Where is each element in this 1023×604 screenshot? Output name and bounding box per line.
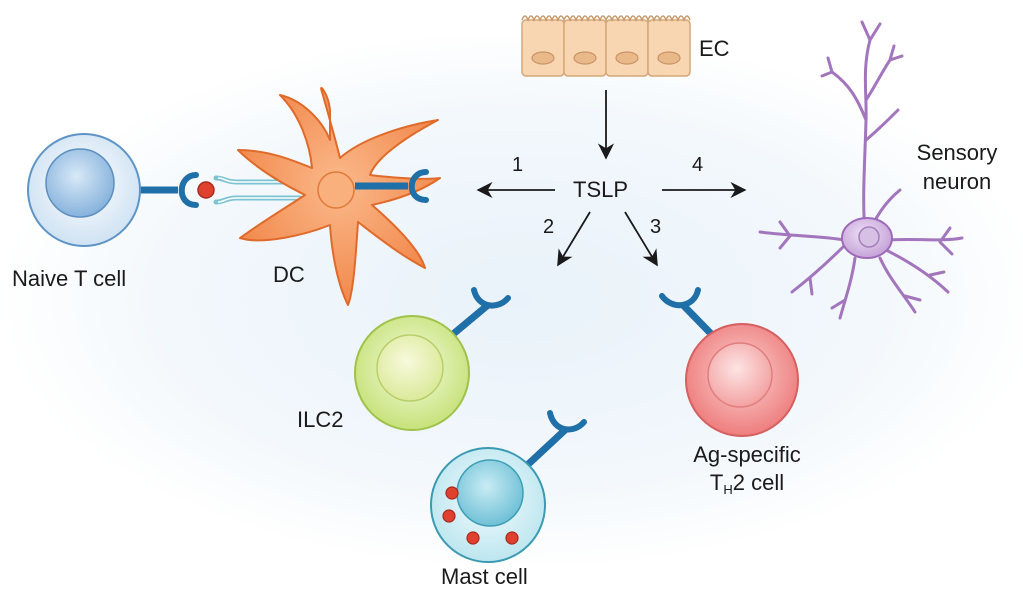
label-ag-specific: Ag-specific: [693, 442, 801, 467]
neuron-soma-icon: [841, 217, 893, 259]
th2-rest-text: 2 cell: [732, 470, 785, 495]
epithelial-cells-icon: [521, 15, 691, 77]
label-dc: DC: [273, 262, 305, 287]
th2-h-subscript: H: [723, 482, 733, 497]
label-tslp: TSLP: [573, 177, 629, 202]
antigen-icon: [197, 181, 215, 199]
th2-t-text: T: [709, 470, 724, 495]
naive-t-cell-icon: [27, 133, 199, 247]
th2-cell-icon: [659, 287, 799, 437]
label-mast-cell: Mast cell: [441, 564, 528, 589]
label-naive-t-cell: Naive T cell: [12, 266, 127, 291]
label-th2-cell: TH2 cell: [684, 470, 810, 498]
mast-cell-icon: [430, 410, 587, 563]
label-arrow-2: 2: [543, 216, 555, 238]
label-ec: EC: [699, 36, 730, 61]
label-arrow-1: 1: [512, 154, 524, 176]
label-ilc2: ILC2: [297, 407, 344, 432]
label-neuron: neuron: [922, 169, 992, 194]
arrow-3: [624, 211, 658, 267]
label-arrow-3: 3: [650, 216, 662, 238]
label-arrow-4: 4: [692, 154, 704, 176]
ilc2-cell-icon: [354, 287, 511, 431]
dendritic-cell-icon: [237, 87, 441, 306]
label-sensory: Sensory: [916, 140, 998, 165]
arrow-2: [557, 211, 591, 267]
